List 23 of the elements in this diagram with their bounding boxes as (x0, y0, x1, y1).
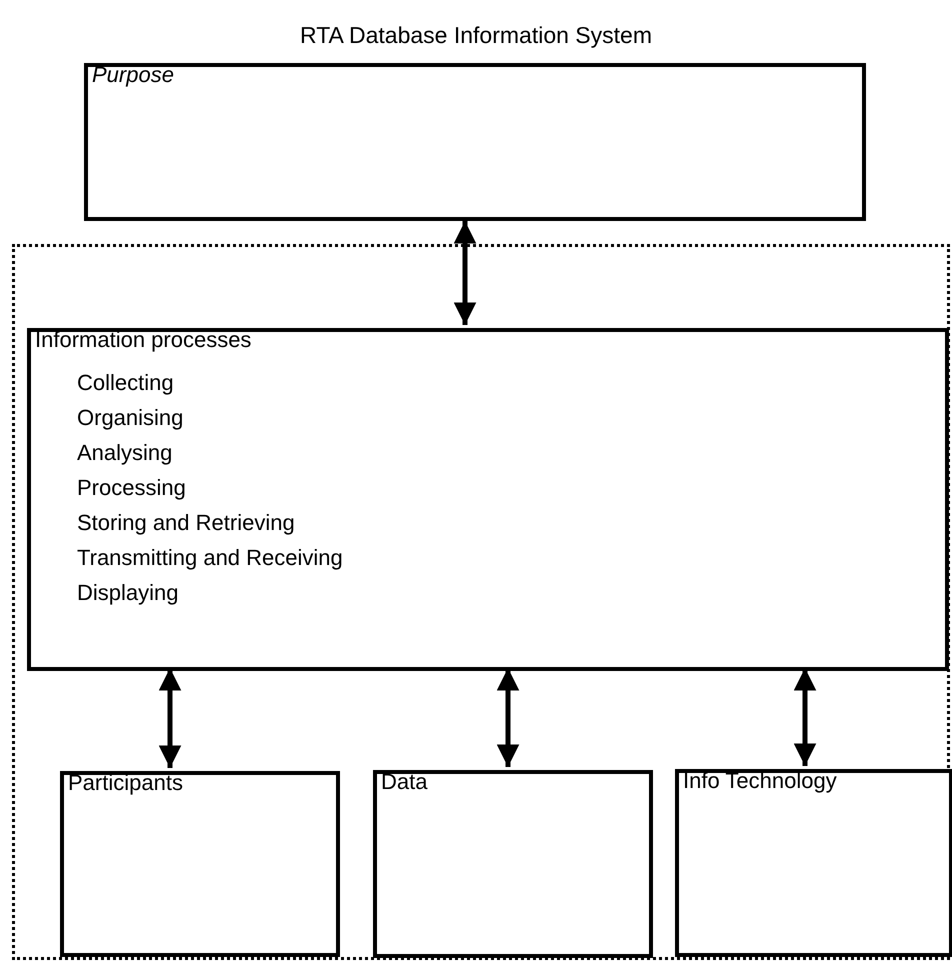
box-heading: Data (381, 768, 428, 796)
box-heading: Info Technology (683, 767, 837, 795)
list-item: Processing (77, 474, 186, 502)
dotted-boundary (12, 244, 950, 960)
double-arrow (496, 668, 520, 767)
double-arrow (454, 221, 476, 325)
list-item: Displaying (77, 579, 178, 607)
list-item: Analysing (77, 439, 172, 467)
box-heading: Participants (68, 769, 183, 797)
process-box (373, 770, 653, 958)
list-item: Organising (77, 404, 184, 432)
box-heading: Information processes (35, 326, 252, 354)
diagram-title: RTA Database Information System (299, 22, 653, 49)
double-arrow (794, 668, 816, 766)
box-heading: Purpose (92, 61, 174, 89)
list-item: Transmitting and Receiving (77, 544, 343, 572)
process-box (60, 771, 340, 957)
process-box (675, 769, 952, 957)
list-item: Storing and Retrieving (77, 509, 295, 537)
list-item: Collecting (77, 369, 174, 397)
double-arrow (158, 668, 182, 768)
process-box (27, 328, 949, 671)
process-box (84, 63, 866, 221)
